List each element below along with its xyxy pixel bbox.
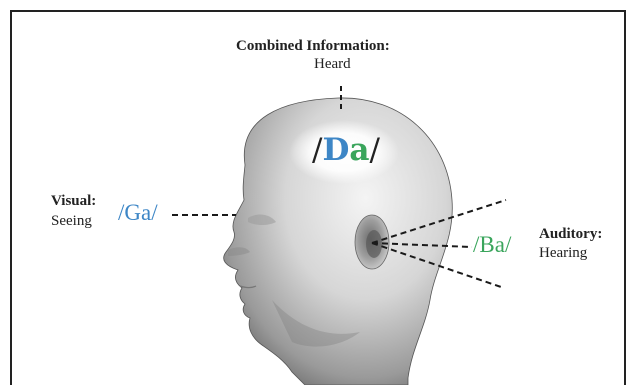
visual-title: Visual: (51, 193, 96, 210)
auditory-syllable: /Ba/ (473, 232, 511, 258)
percept-letter-d: D (322, 132, 349, 168)
percept-label: /Da/ (312, 132, 380, 168)
percept-letter-a: a (349, 132, 369, 168)
combined-subtitle: Heard (314, 56, 351, 73)
visual-subtitle: Seeing (51, 213, 92, 230)
auditory-subtitle: Hearing (539, 245, 587, 262)
percept-close-slash: / (369, 132, 379, 168)
auditory-title: Auditory: (539, 226, 602, 243)
combined-title: Combined Information: (236, 38, 390, 55)
percept-open-slash: / (312, 132, 322, 168)
visual-syllable: /Ga/ (118, 200, 158, 226)
